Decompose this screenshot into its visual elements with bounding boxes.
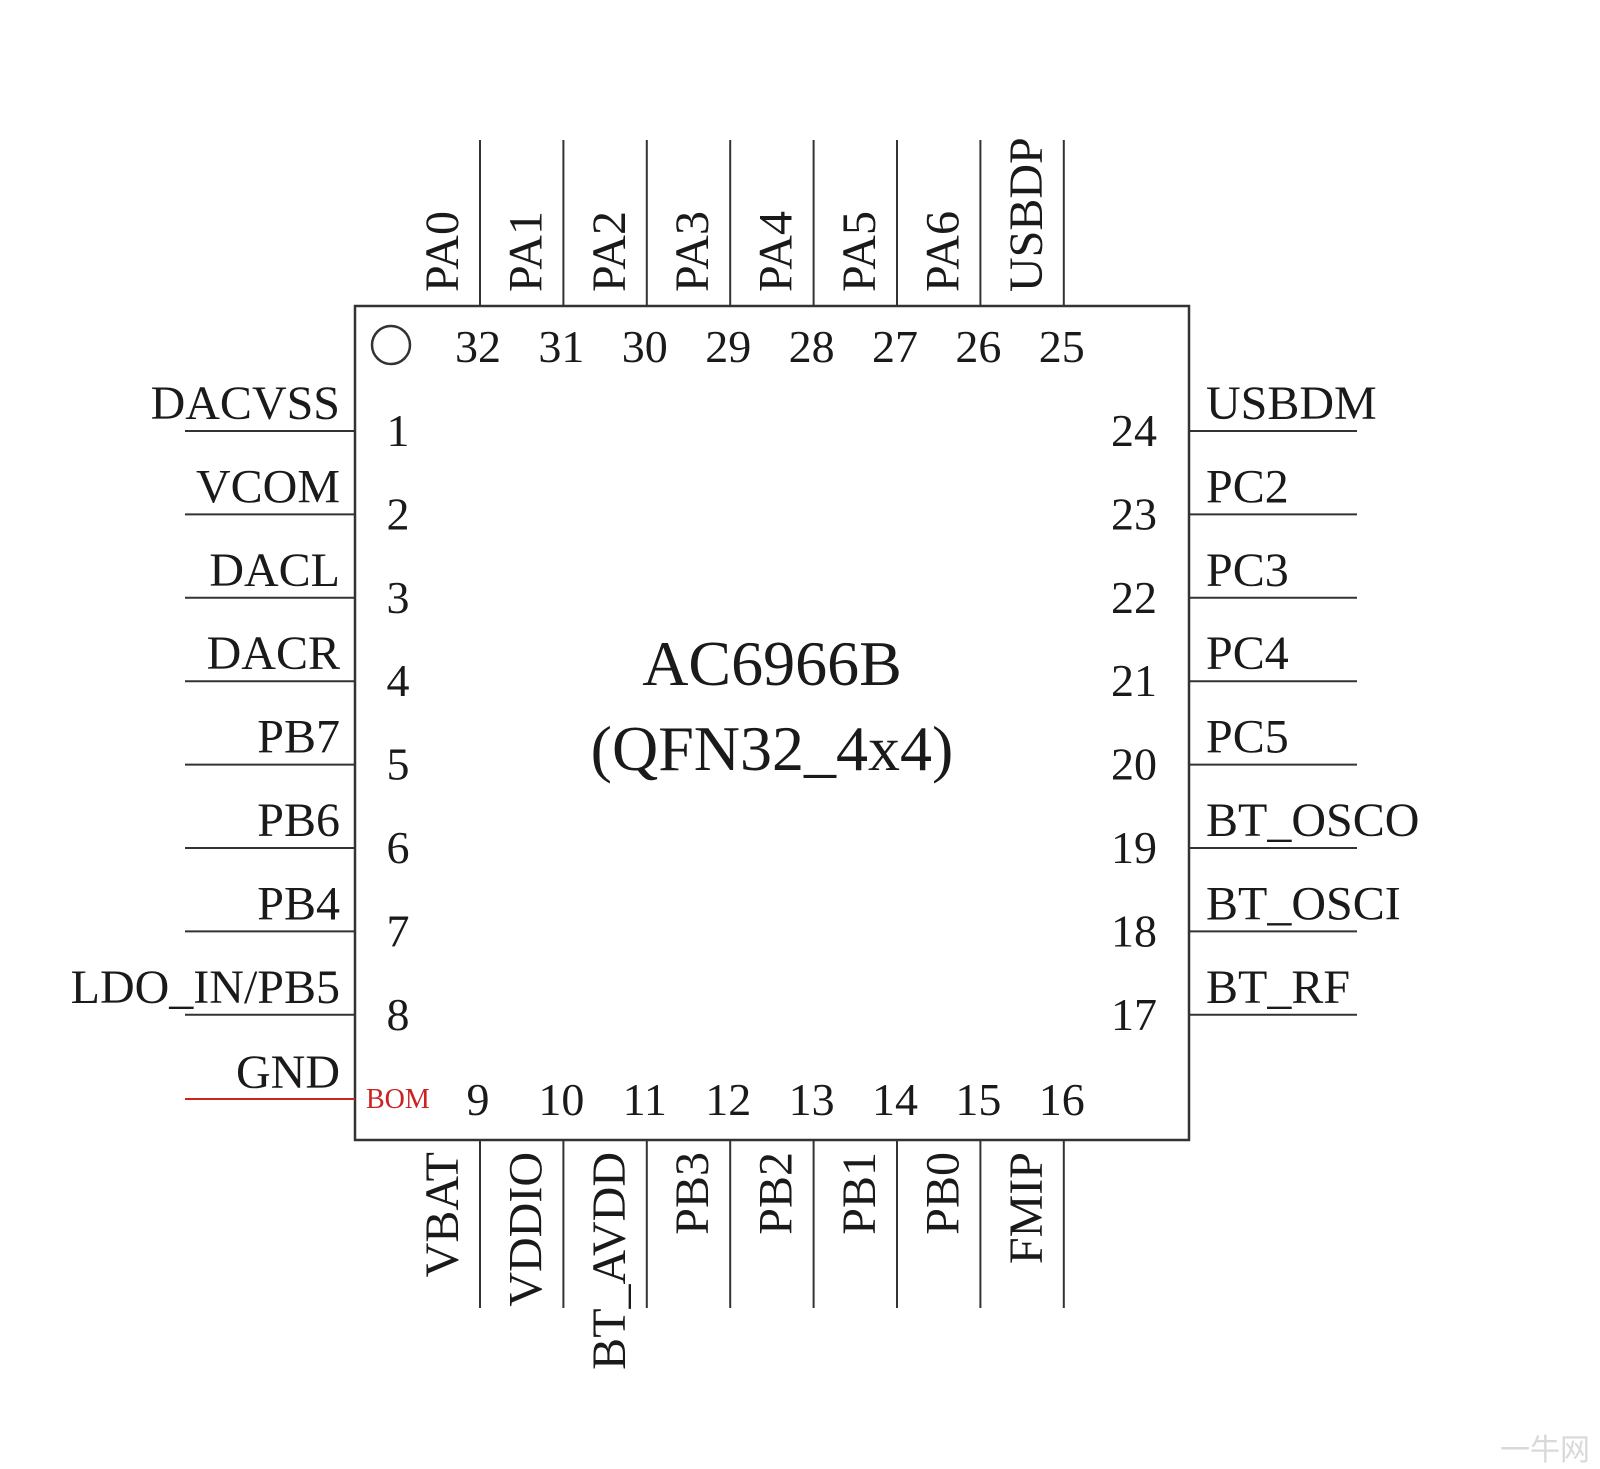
pin-number: 18 [1111, 905, 1157, 956]
gnd-pin-name: GND [236, 1046, 340, 1099]
exposed-pad-group: GND BOM [185, 1046, 430, 1115]
pin-number: 8 [387, 989, 410, 1040]
pin-number: 5 [387, 739, 410, 790]
pin-name: USBDM [1206, 377, 1377, 430]
pin-name: BT_AVDD [583, 1152, 636, 1370]
pin-number: 20 [1111, 739, 1157, 790]
pin-number: 12 [705, 1074, 751, 1125]
top-pins: 32 PA0 31 PA1 30 PA2 29 PA3 28 PA4 27 PA5 26 PA6 25 USB… [416, 137, 1085, 372]
pin-name: PC3 [1206, 544, 1289, 597]
pin-number: 27 [872, 321, 918, 372]
pin-number: 3 [387, 572, 410, 623]
pin-number: 31 [538, 321, 584, 372]
pin-name: VDDIO [499, 1152, 552, 1307]
watermark-logo: 一牛网 [1500, 1433, 1590, 1468]
pin-number: 25 [1039, 321, 1085, 372]
pin-name: PB2 [750, 1152, 803, 1235]
pin-name: PA4 [750, 211, 803, 292]
pin-name: BT_OSCO [1206, 794, 1419, 847]
chip-package: (QFN32_4x4) [591, 713, 954, 784]
pin-number: 23 [1111, 488, 1157, 539]
pin-number: 1 [387, 405, 410, 456]
pin-name: PA0 [416, 211, 469, 292]
pin-number: 30 [622, 321, 668, 372]
pin-name: PB0 [916, 1152, 969, 1235]
pin-number: 26 [955, 321, 1001, 372]
chip-body [353, 304, 1191, 1142]
chip-title: AC6966B [642, 628, 902, 699]
pin-name: DACL [209, 544, 340, 597]
pin-name: PA6 [916, 211, 969, 292]
pin-number: 13 [789, 1074, 835, 1125]
bom-tag: BOM [366, 1084, 430, 1115]
pin-name: BT_RF [1206, 961, 1350, 1014]
pin-number: 10 [538, 1074, 584, 1125]
pin-name: PC5 [1206, 711, 1289, 764]
pin-name: PB1 [833, 1152, 886, 1235]
pin-name: PA1 [499, 211, 552, 292]
pin-name: DACR [207, 627, 340, 680]
pin-name: PC4 [1206, 627, 1289, 680]
pin-name: VBAT [416, 1152, 469, 1277]
pin-name: PB7 [257, 711, 340, 764]
pin-number: 9 [467, 1074, 490, 1125]
pin-name: PB4 [257, 877, 340, 930]
pin-number: 19 [1111, 822, 1157, 873]
pin1-marker-icon [370, 324, 412, 366]
pin-name: PA2 [583, 211, 636, 292]
pin-number: 15 [955, 1074, 1001, 1125]
pin-number: 6 [387, 822, 410, 873]
pin-name: USBDP [1000, 137, 1053, 292]
pin-name: PA3 [666, 211, 719, 292]
pin-name: VCOM [196, 460, 340, 513]
pin-name: PC2 [1206, 460, 1289, 513]
pin-name: LDO_IN/PB5 [71, 961, 340, 1014]
pin-number: 28 [789, 321, 835, 372]
pin-number: 16 [1039, 1074, 1085, 1125]
pin-number: 4 [387, 655, 410, 706]
pin-number: 2 [387, 488, 410, 539]
pin-number: 14 [872, 1074, 918, 1125]
pin-number: 17 [1111, 989, 1157, 1040]
pin-number: 29 [705, 321, 751, 372]
pin-name: DACVSS [151, 377, 340, 430]
pin-name: PA5 [833, 211, 886, 292]
pin-name: BT_OSCI [1206, 877, 1401, 930]
pin-name: PB3 [666, 1152, 719, 1235]
pin-number: 24 [1111, 405, 1157, 456]
pin-number: 11 [623, 1074, 667, 1125]
pin-number: 22 [1111, 572, 1157, 623]
pin-number: 7 [387, 905, 410, 956]
pin-name: FMIP [1000, 1152, 1053, 1264]
pin-name: PB6 [257, 794, 340, 847]
right-pins: BT_RF 17 BT_OSCI 18 BT_OSCO 19 PC5 20 PC4 21 PC3 22… [1111, 377, 1419, 1040]
pin-number: 32 [455, 321, 501, 372]
pin-number: 21 [1111, 655, 1157, 706]
